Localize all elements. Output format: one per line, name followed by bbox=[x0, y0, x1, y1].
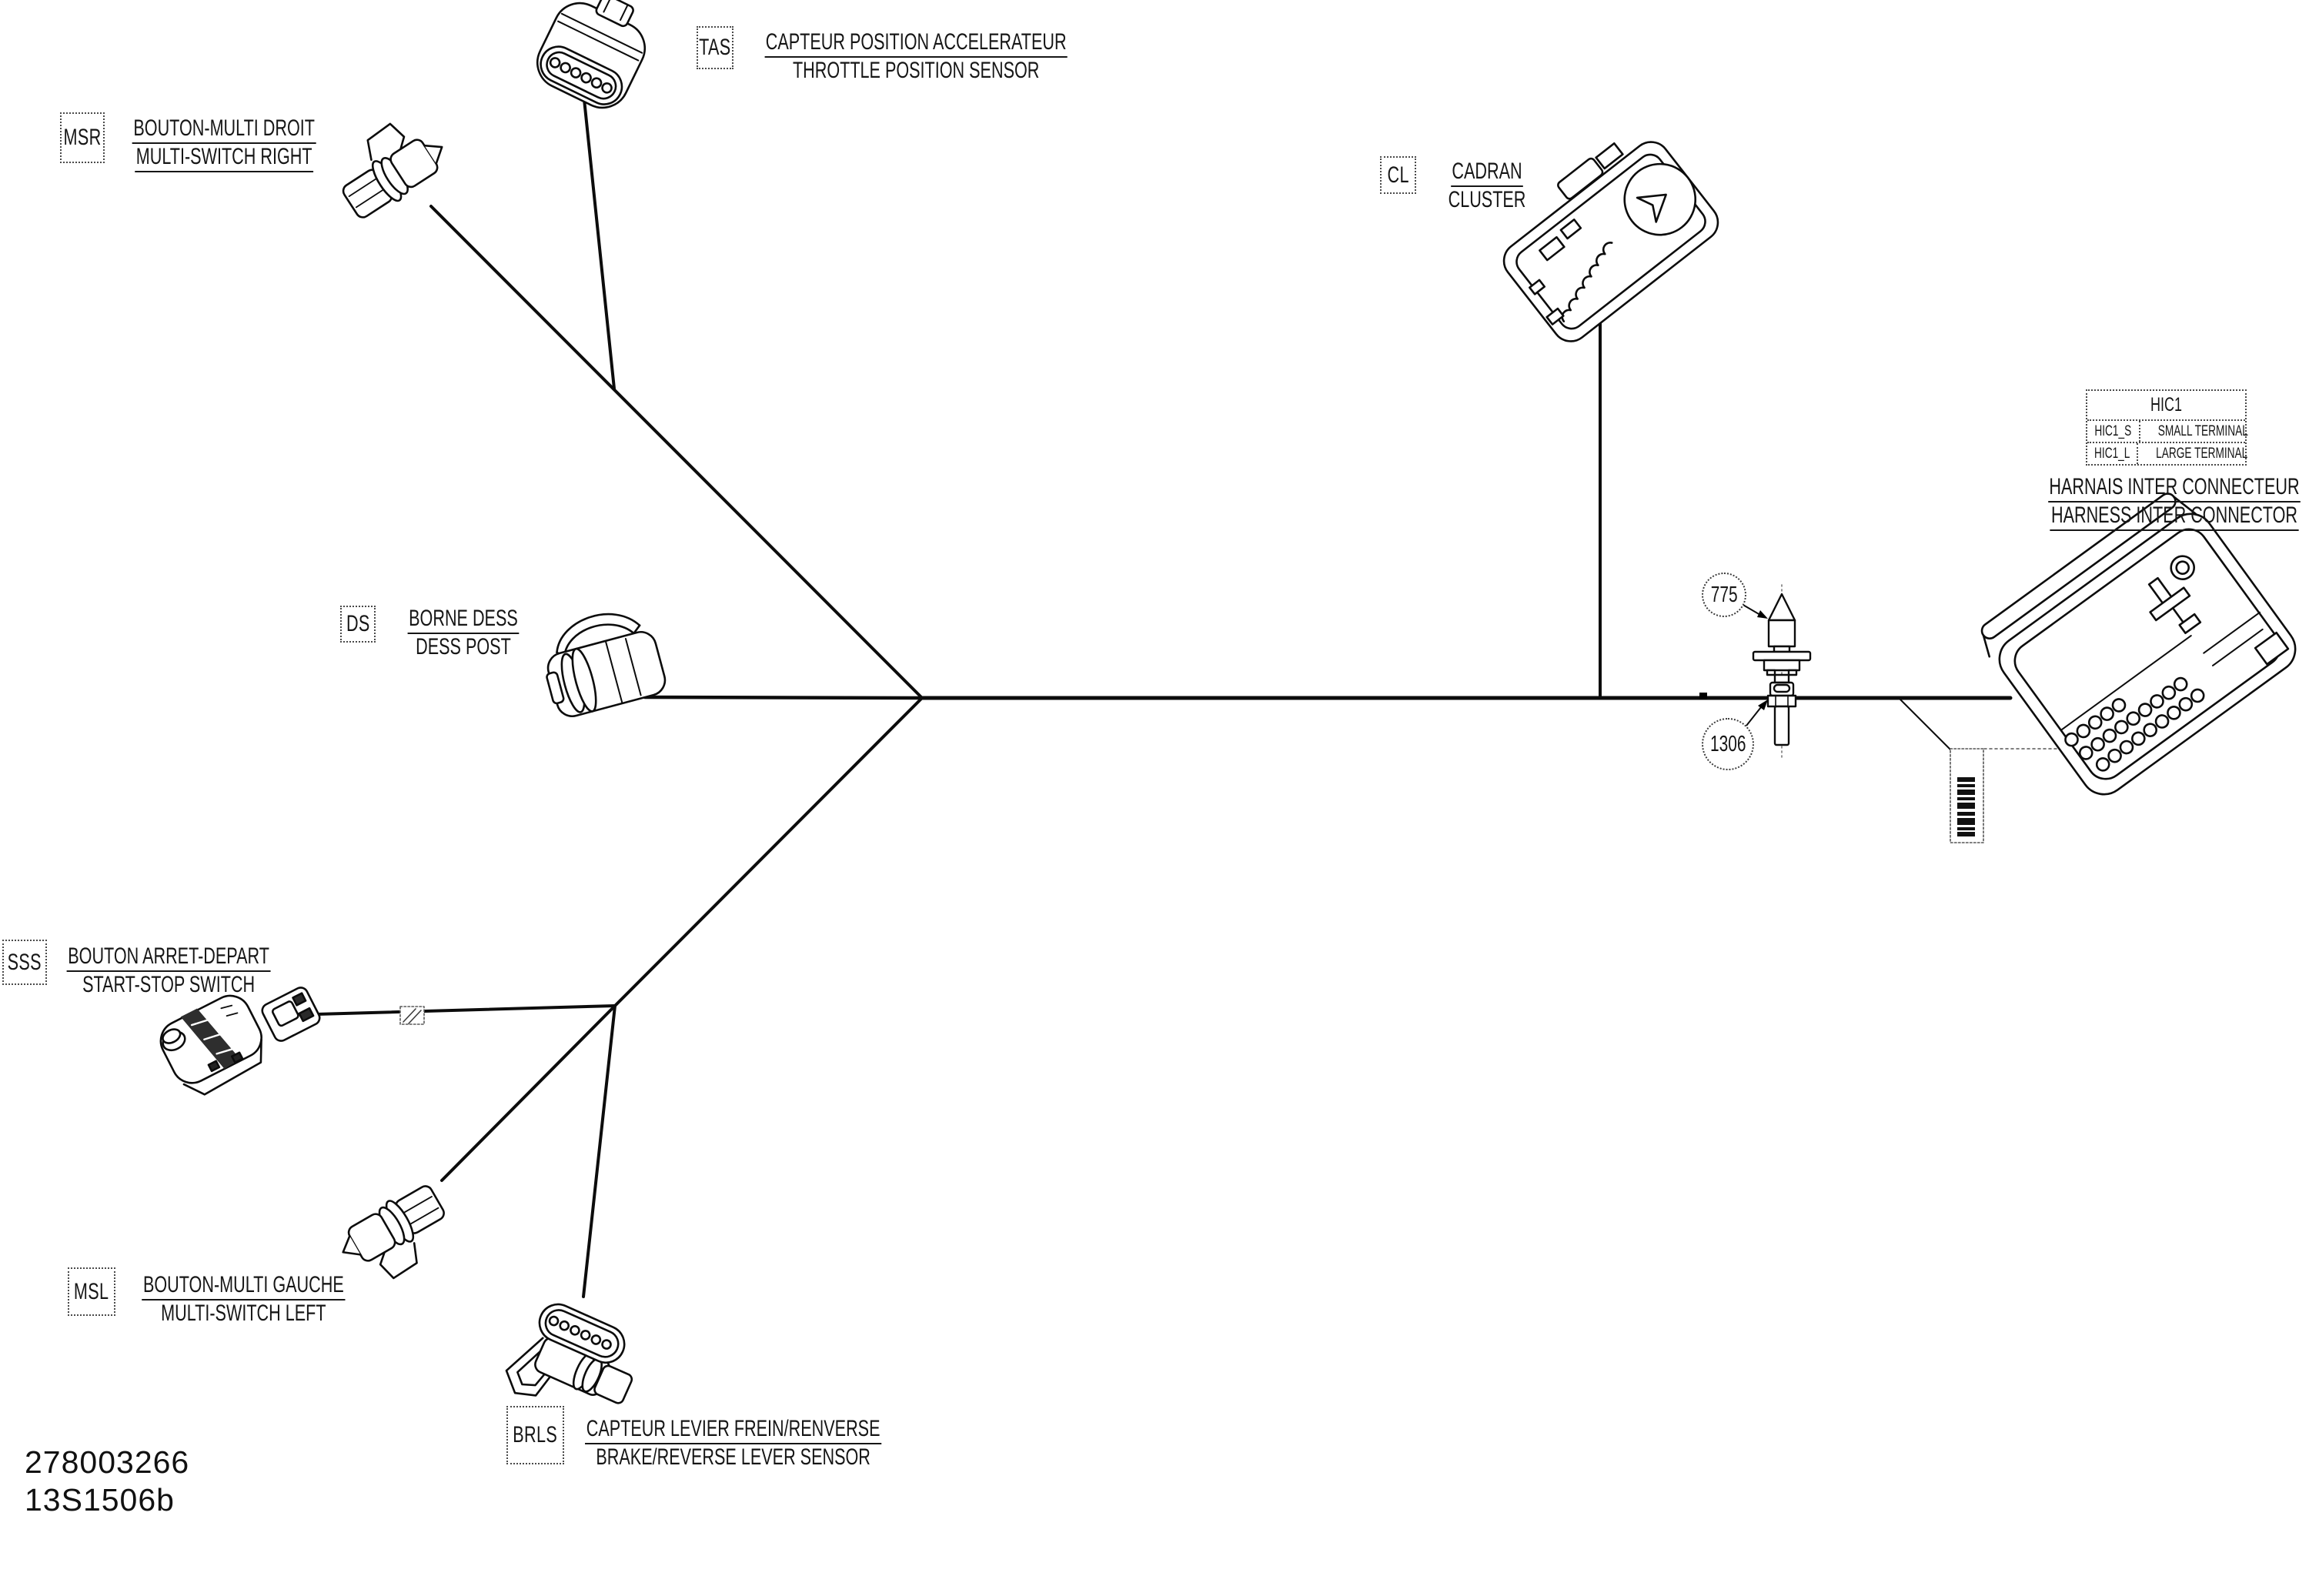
hic1-large-code: HIC1_L bbox=[2094, 445, 2130, 462]
ds-connector-drawing bbox=[546, 613, 667, 718]
sss-label-fr: BOUTON ARRET-DEPART bbox=[66, 943, 271, 972]
msl-label: BOUTON-MULTI GAUCHE MULTI-SWITCH LEFT bbox=[132, 1272, 355, 1327]
tas-code-box: TAS bbox=[697, 26, 733, 69]
msl-label-en: MULTI-SWITCH LEFT bbox=[161, 1301, 326, 1326]
callout-arrows bbox=[1741, 603, 1768, 726]
msl-connector-drawing bbox=[342, 1185, 445, 1280]
hic1-table-title: HIC1 bbox=[2150, 394, 2183, 416]
sss-switch-drawing bbox=[159, 994, 262, 1096]
msr-code-box: MSR bbox=[60, 112, 105, 163]
msr-label: BOUTON-MULTI DROIT MULTI-SWITCH RIGHT bbox=[125, 115, 322, 172]
tas-connector-drawing bbox=[536, 0, 646, 109]
ds-code: DS bbox=[346, 611, 370, 636]
table-row: HIC1_L LARGE TERMINAL bbox=[2087, 442, 2248, 464]
ds-label-en: DESS POST bbox=[416, 634, 511, 659]
harness-inter-connector-label: HARNAIS INTER CONNECTEUR HARNESS INTER C… bbox=[2043, 474, 2306, 531]
hic1-small-code: HIC1_S bbox=[2094, 422, 2132, 439]
hic1-terminal-table: HIC1 HIC1_S SMALL TERMINAL HIC1_L LARGE … bbox=[2086, 389, 2248, 466]
brls-label: CAPTEUR LEVIER FREIN/RENVERSE BRAKE/REVE… bbox=[581, 1416, 885, 1471]
brls-connector-drawing bbox=[505, 1303, 633, 1404]
harness-label-en: HARNESS INTER CONNECTOR bbox=[2050, 503, 2299, 531]
sss-label-en: START-STOP SWITCH bbox=[82, 972, 256, 997]
tas-label: CAPTEUR POSITION ACCELERATEUR THROTTLE P… bbox=[762, 29, 1070, 85]
cl-code-box: CL bbox=[1380, 156, 1416, 194]
harness-inter-connector-drawing bbox=[1980, 492, 2297, 796]
splice-marker bbox=[1699, 693, 1707, 700]
cl-label: CADRAN CLUSTER bbox=[1445, 159, 1529, 214]
msr-label-fr: BOUTON-MULTI DROIT bbox=[132, 115, 316, 144]
sss-code-box: SSS bbox=[2, 940, 47, 985]
callout-775-balloon: 775 bbox=[1702, 573, 1746, 617]
barcode-leader-line bbox=[1899, 698, 1951, 750]
cl-code: CL bbox=[1387, 162, 1409, 188]
brls-label-en: BRAKE/REVERSE LEVER SENSOR bbox=[596, 1444, 870, 1470]
brls-code: BRLS bbox=[513, 1422, 558, 1447]
table-row: HIC1_S SMALL TERMINAL bbox=[2087, 421, 2248, 442]
hic1-small-desc: SMALL TERMINAL bbox=[2157, 422, 2248, 439]
barcode-label bbox=[1950, 748, 1984, 843]
brls-code-box: BRLS bbox=[506, 1406, 564, 1464]
callout-1306-balloon: 1306 bbox=[1702, 718, 1754, 770]
tas-label-en: THROTTLE POSITION SENSOR bbox=[792, 58, 1040, 83]
callout-775-number: 775 bbox=[1710, 582, 1738, 607]
cl-label-en: CLUSTER bbox=[1448, 187, 1526, 212]
harness-label-fr: HARNAIS INTER CONNECTEUR bbox=[2047, 474, 2301, 503]
ds-code-box: DS bbox=[340, 606, 376, 643]
shield-splice-symbol bbox=[399, 1006, 425, 1025]
cl-label-fr: CADRAN bbox=[1450, 159, 1524, 187]
msl-code-box: MSL bbox=[68, 1267, 115, 1316]
ds-label-fr: BORNE DESS bbox=[407, 606, 520, 634]
msl-code: MSL bbox=[74, 1278, 109, 1304]
msr-code: MSR bbox=[63, 125, 102, 150]
sss-connector-drawing bbox=[261, 987, 321, 1042]
dess-post-part-drawing bbox=[1752, 584, 1812, 761]
hic1-large-desc: LARGE TERMINAL bbox=[2156, 445, 2248, 462]
part-number: 278003266 bbox=[25, 1444, 190, 1480]
hic1-table-header: HIC1 bbox=[2087, 391, 2245, 421]
sss-label: BOUTON ARRET-DEPART START-STOP SWITCH bbox=[64, 943, 273, 999]
msr-label-en: MULTI-SWITCH RIGHT bbox=[135, 144, 313, 172]
sss-code: SSS bbox=[7, 949, 42, 975]
msr-connector-drawing bbox=[342, 122, 443, 219]
brls-label-fr: CAPTEUR LEVIER FREIN/RENVERSE bbox=[585, 1416, 881, 1444]
tas-label-fr: CAPTEUR POSITION ACCELERATEUR bbox=[764, 29, 1068, 58]
callout-1306-number: 1306 bbox=[1709, 731, 1746, 756]
cluster-connector-drawing bbox=[1502, 141, 1719, 342]
revision-code: 13S1506b bbox=[25, 1482, 175, 1518]
msl-label-fr: BOUTON-MULTI GAUCHE bbox=[142, 1272, 346, 1301]
wire-lines bbox=[315, 83, 2013, 1298]
drawing-numbers: 278003266 13S1506b bbox=[25, 1444, 189, 1519]
ds-label: BORNE DESS DESS POST bbox=[405, 606, 522, 661]
tas-code: TAS bbox=[699, 35, 731, 60]
